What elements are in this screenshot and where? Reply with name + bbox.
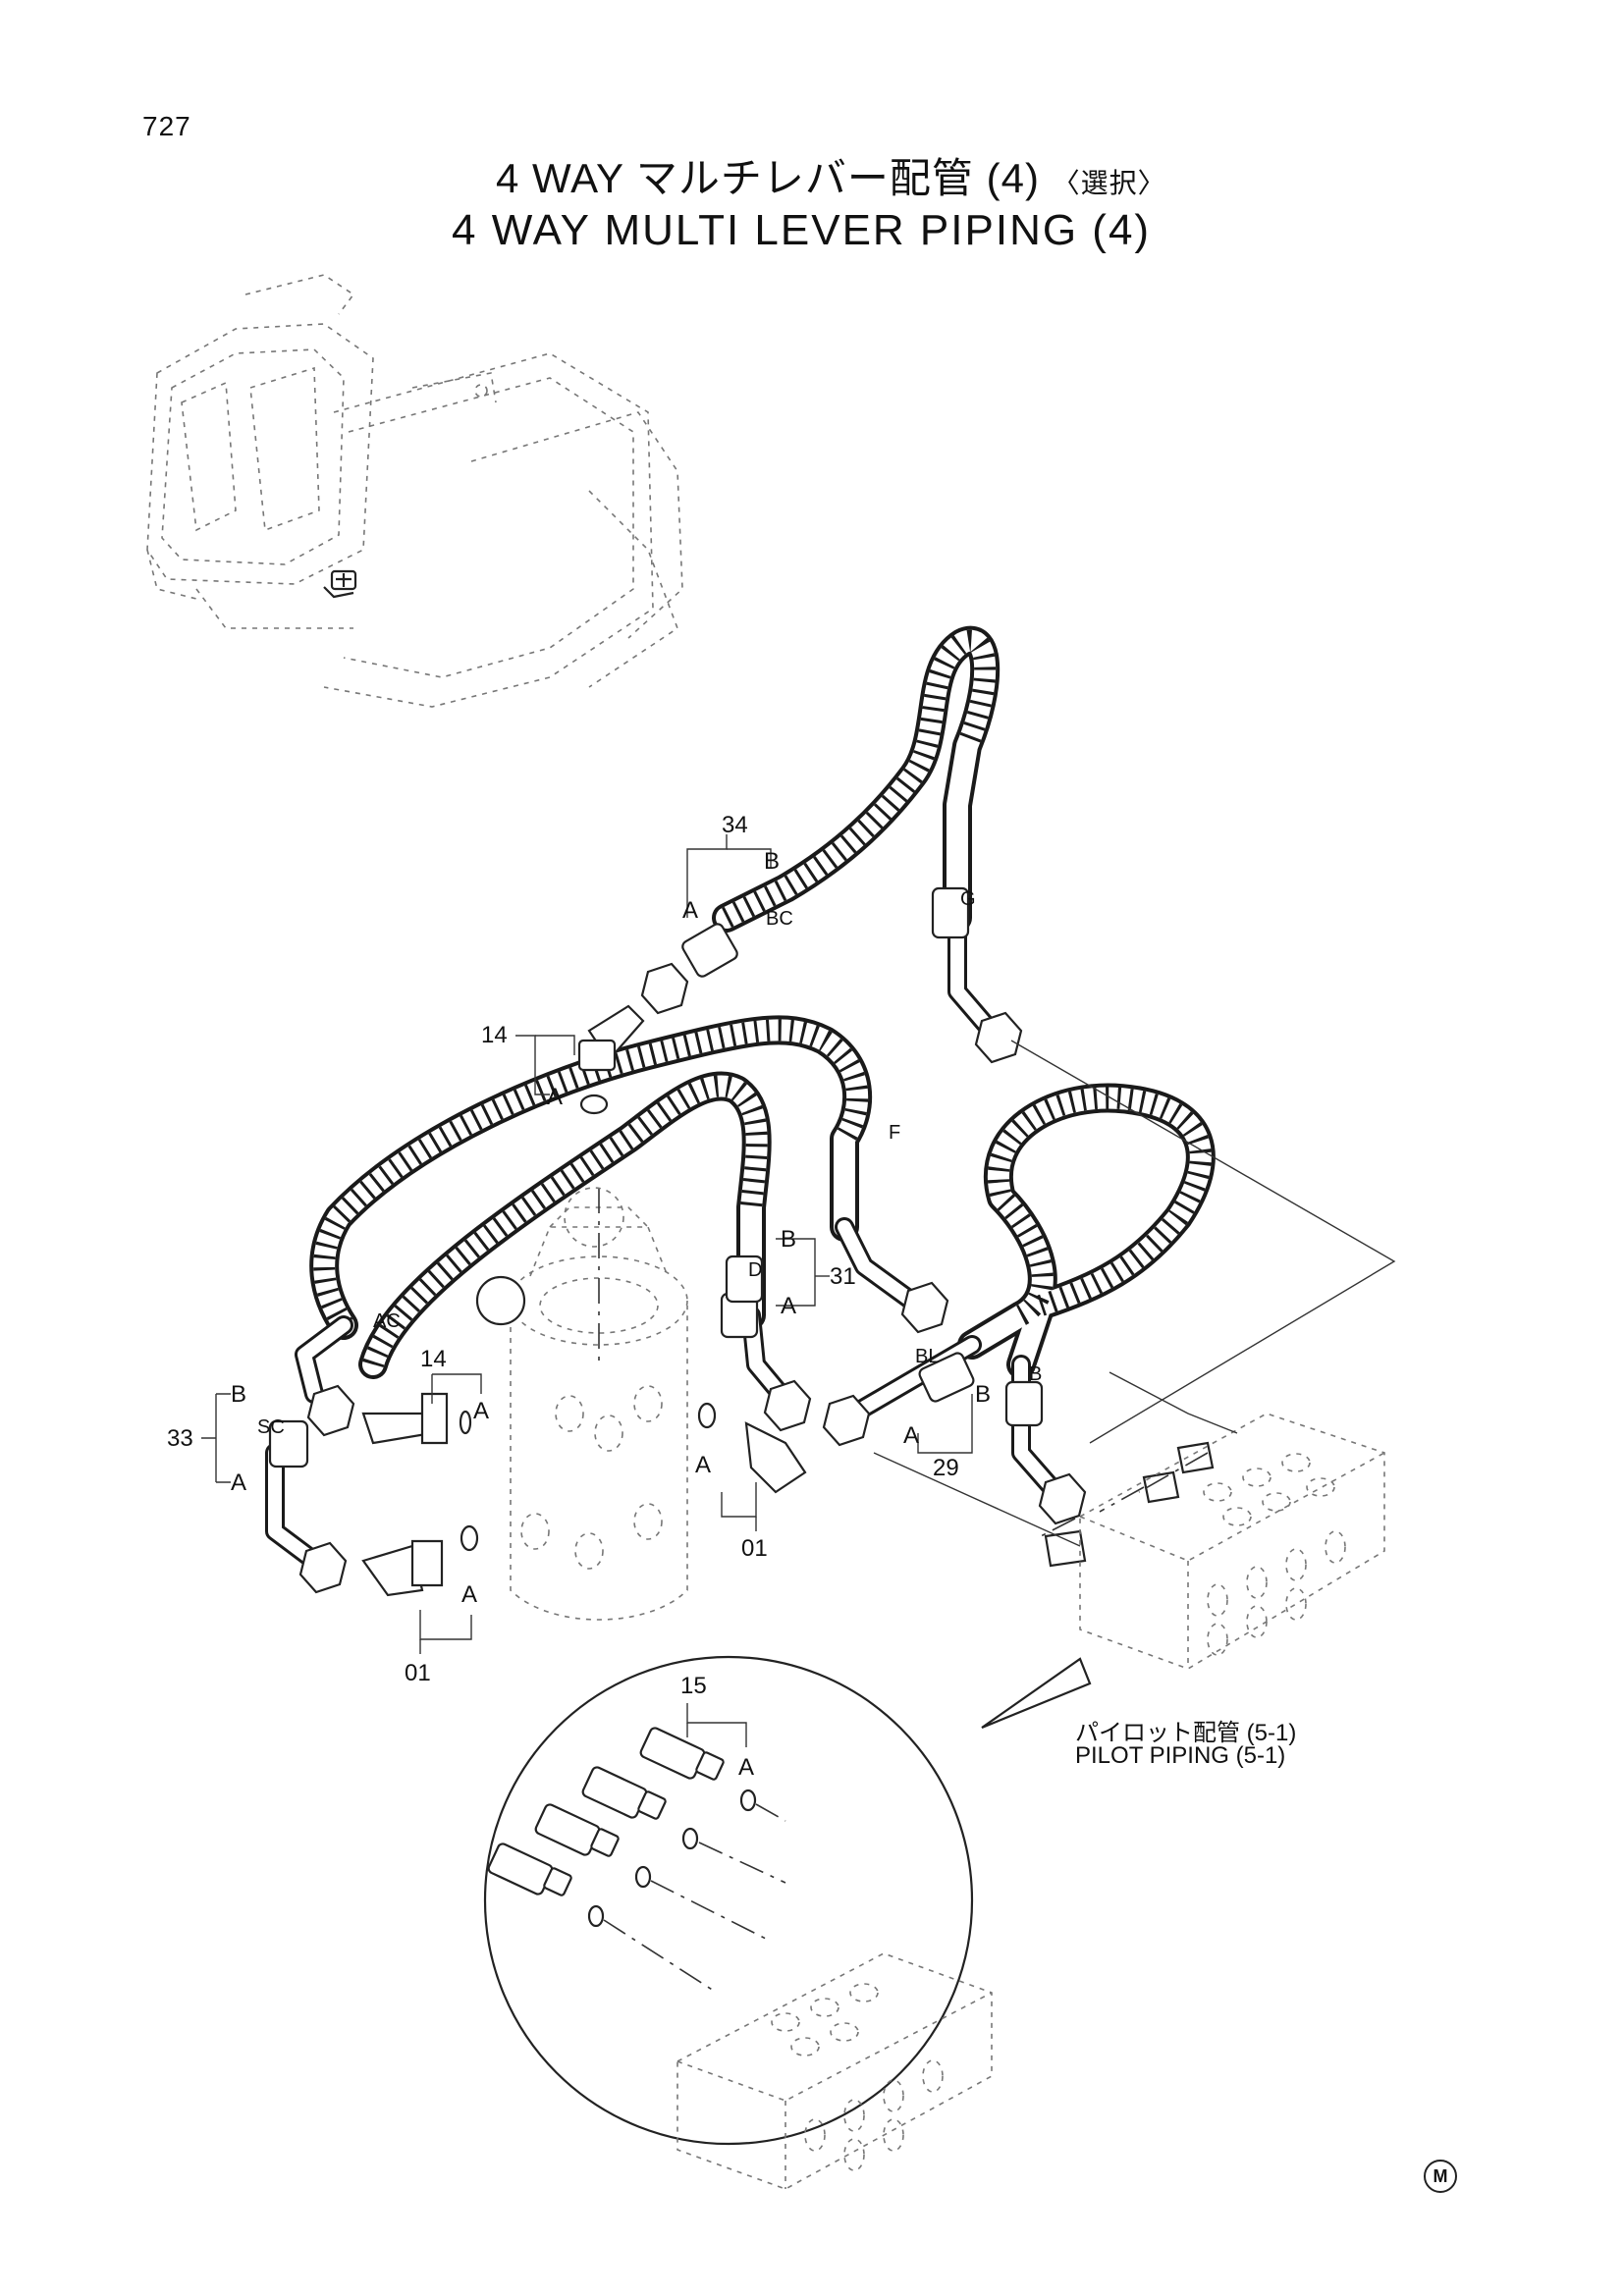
hose-29 [957, 1083, 1216, 1379]
callout-34: 34 [722, 812, 748, 838]
callout-14-mid-a: A [473, 1398, 489, 1424]
callout-33: 33 [167, 1425, 193, 1452]
callout-01-mid-a: A [695, 1452, 711, 1478]
elbow-fittings [361, 1004, 1215, 1597]
valve-block [1079, 1413, 1385, 1670]
subassembly-english: PILOT PIPING (5-1) [1075, 1742, 1286, 1769]
connection-lines [873, 1040, 1396, 1547]
title-japanese-note: 〈選択〉 [1052, 168, 1166, 198]
excavator-sketch [146, 274, 683, 708]
callout-34-a: A [682, 897, 698, 924]
callout-15-a: A [738, 1754, 754, 1781]
callout-34-b: B [764, 848, 780, 875]
callout-31-d: D [748, 1259, 762, 1281]
callout-33-b: B [231, 1381, 246, 1408]
callout-14-top-a: A [547, 1084, 563, 1110]
callout-29-bl: BL [915, 1346, 939, 1367]
title-japanese: 4 WAY マルチレバー配管 (4) 〈選択〉 [496, 145, 1166, 205]
callout-01-mid: 01 [741, 1535, 768, 1562]
callout-29-b: B [975, 1381, 991, 1408]
swivel-joint [475, 1187, 688, 1621]
callout-31-f: F [889, 1122, 900, 1144]
callout-29: 29 [933, 1455, 959, 1481]
tube-fittings [265, 886, 1065, 1571]
hose-34 [712, 625, 1001, 933]
callout-33-sc: SC [257, 1416, 285, 1438]
title-japanese-text: 4 WAY マルチレバー配管 (4) [496, 155, 1040, 201]
callout-31-b: B [781, 1226, 796, 1253]
hex-nuts [298, 962, 1087, 1594]
callout-29-a: A [903, 1422, 919, 1449]
callout-14-mid: 14 [420, 1346, 447, 1372]
adapter-15 [487, 1727, 725, 1896]
callout-14-top: 14 [481, 1022, 508, 1048]
o-rings [459, 1094, 717, 1552]
callout-31: 31 [830, 1263, 856, 1290]
callout-brackets [201, 834, 973, 1654]
callout-34-g: G [960, 888, 976, 910]
callout-01-bottom: 01 [405, 1660, 431, 1686]
manufacturer-mark: M [1424, 2160, 1457, 2193]
callout-29-hose-b: B [1029, 1363, 1042, 1385]
callout-34-bc: BC [766, 908, 793, 930]
callout-33-a: A [231, 1469, 246, 1496]
callout-31-a: A [781, 1293, 796, 1319]
detail-inset: 15 A [483, 1655, 1092, 2190]
hose-33 [309, 1015, 873, 1340]
callout-01-bottom-a: A [461, 1581, 477, 1608]
page-number: 727 [142, 111, 191, 141]
hose-31 [358, 1071, 772, 1379]
callout-15: 15 [680, 1673, 707, 1699]
title-english: 4 WAY MULTI LEVER PIPING (4) [452, 206, 1152, 254]
callout-ac: AC [373, 1310, 401, 1332]
callout-labels: 34 A B BC G 14 A B A 31 D F AC 14 A 33 B… [167, 812, 1042, 1686]
subassembly-japanese: パイロット配管 (5-1) [1075, 1720, 1297, 1746]
